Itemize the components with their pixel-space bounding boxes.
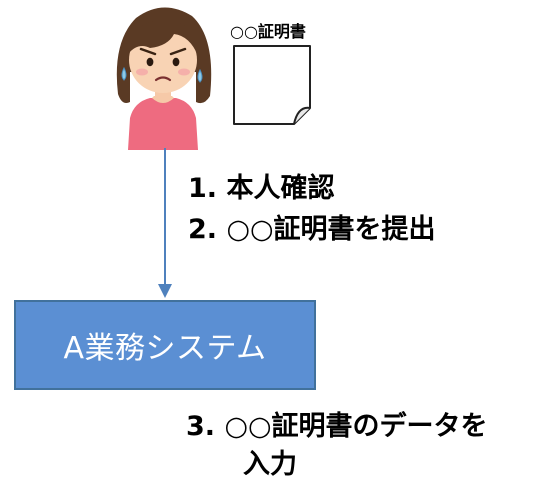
document-label: ○○証明書 (230, 22, 306, 41)
flow-arrow (158, 148, 172, 298)
person-illustration (116, 7, 212, 150)
step-1: 1. 本人確認 (188, 173, 335, 204)
system-label: A業務システム (63, 331, 267, 366)
steps-list: 1. 本人確認 2. ○○証明書を提出 (188, 168, 436, 250)
system-box: A業務システム (14, 300, 316, 390)
step-2: 2. ○○証明書を提出 (188, 214, 436, 245)
step-3-line-2: 入力 (243, 449, 297, 480)
document-icon (233, 45, 311, 125)
step-3: 3. ○○証明書のデータを 入力 (186, 408, 488, 484)
step-3-line-1: 3. ○○証明書のデータを (186, 411, 488, 442)
